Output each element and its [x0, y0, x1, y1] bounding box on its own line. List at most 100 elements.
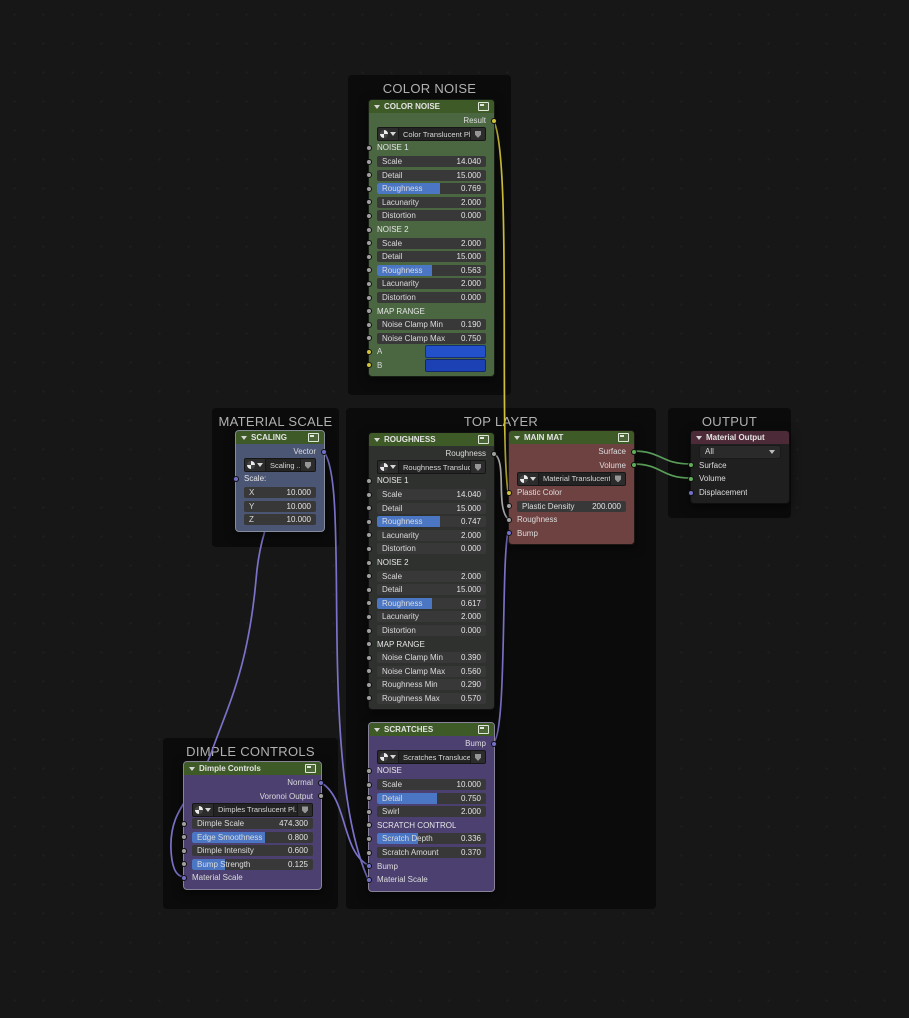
noise-clamp-max-input-socket[interactable]: [366, 668, 372, 675]
wire-color-noise-result-to-main-mat-plastic-color[interactable]: [492, 119, 509, 493]
distortion-input-socket[interactable]: [366, 294, 372, 301]
displacement-input-socket[interactable]: [688, 489, 694, 496]
bump-output-socket[interactable]: [491, 740, 497, 747]
swirl-input-socket[interactable]: [366, 808, 372, 815]
scale-input-socket[interactable]: [366, 491, 372, 498]
surface-input-socket[interactable]: [688, 462, 694, 469]
roughness-input-socket[interactable]: [366, 185, 372, 192]
fake-user-button[interactable]: [470, 751, 485, 764]
material-selector[interactable]: Dimples Translucent Pl...: [192, 802, 313, 817]
normal-output-socket[interactable]: [318, 779, 324, 786]
collapse-chevron-icon[interactable]: [374, 727, 380, 732]
material-selector[interactable]: Material Translucent ...: [517, 471, 626, 486]
collapse-chevron-icon[interactable]: [374, 437, 380, 442]
result-output-socket[interactable]: [491, 117, 497, 124]
lacunarity-input-socket[interactable]: [366, 532, 372, 539]
map-range-input-socket[interactable]: [366, 641, 372, 648]
fake-user-button[interactable]: [610, 472, 625, 485]
detail-input-socket[interactable]: [366, 586, 372, 593]
roughness-header[interactable]: ROUGHNESS: [369, 433, 494, 446]
collapse-chevron-icon[interactable]: [374, 104, 380, 109]
scale-input-socket[interactable]: [366, 240, 372, 247]
dimple-intensity-input-socket[interactable]: [181, 847, 187, 854]
roughness-min-input-socket[interactable]: [366, 681, 372, 688]
noise-clamp-min-input-socket[interactable]: [366, 654, 372, 661]
material-browse-button[interactable]: [193, 803, 214, 816]
material-scale-input-socket[interactable]: [181, 874, 187, 881]
material-selector[interactable]: Roughness Transluc...: [377, 460, 486, 475]
lacunarity-input-socket[interactable]: [366, 199, 372, 206]
wire-main-mat-volume-to-output-volume[interactable]: [632, 463, 691, 479]
noise-1-input-socket[interactable]: [366, 144, 372, 151]
detail-input-socket[interactable]: [366, 172, 372, 179]
material-selector[interactable]: Scaling ...: [244, 458, 316, 473]
material-selector[interactable]: Color Translucent Pl...: [377, 127, 486, 142]
noise-1-input-socket[interactable]: [366, 477, 372, 484]
bump-strength-input-socket[interactable]: [181, 861, 187, 868]
detail-input-socket[interactable]: [366, 253, 372, 260]
scale-input-socket[interactable]: [366, 573, 372, 580]
scratches-header[interactable]: SCRATCHES: [369, 723, 494, 736]
material-browse-button[interactable]: [245, 459, 266, 472]
voronoi-output-output-socket[interactable]: [318, 793, 324, 800]
lacunarity-input-socket[interactable]: [366, 280, 372, 287]
fake-user-button[interactable]: [297, 803, 312, 816]
plastic-color-input-socket[interactable]: [506, 489, 512, 496]
distortion-input-socket[interactable]: [366, 627, 372, 634]
scratch-depth-input-socket[interactable]: [366, 835, 372, 842]
collapse-chevron-icon[interactable]: [514, 435, 520, 440]
detail-input-socket[interactable]: [366, 505, 372, 512]
material-browse-button[interactable]: [378, 461, 399, 474]
wire-scaling-vector-to-scratches-material-scale[interactable]: [322, 450, 369, 880]
distortion-input-socket[interactable]: [366, 545, 372, 552]
detail-input-socket[interactable]: [366, 795, 372, 802]
lacunarity-input-socket[interactable]: [366, 613, 372, 620]
roughness-input-socket[interactable]: [366, 267, 372, 274]
collapse-chevron-icon[interactable]: [241, 435, 247, 440]
roughness-output-socket[interactable]: [491, 450, 497, 457]
noise-clamp-min-input-socket[interactable]: [366, 321, 372, 328]
material-browse-button[interactable]: [378, 128, 399, 141]
noise-2-input-socket[interactable]: [366, 226, 372, 233]
scale-input-socket[interactable]: [366, 781, 372, 788]
roughness-input-socket[interactable]: [366, 518, 372, 525]
material-scale-input-socket[interactable]: [366, 876, 372, 883]
collapse-chevron-icon[interactable]: [696, 435, 702, 440]
volume-output-socket[interactable]: [631, 462, 637, 469]
roughness-input-socket[interactable]: [366, 600, 372, 607]
vector-output-socket[interactable]: [321, 448, 327, 455]
